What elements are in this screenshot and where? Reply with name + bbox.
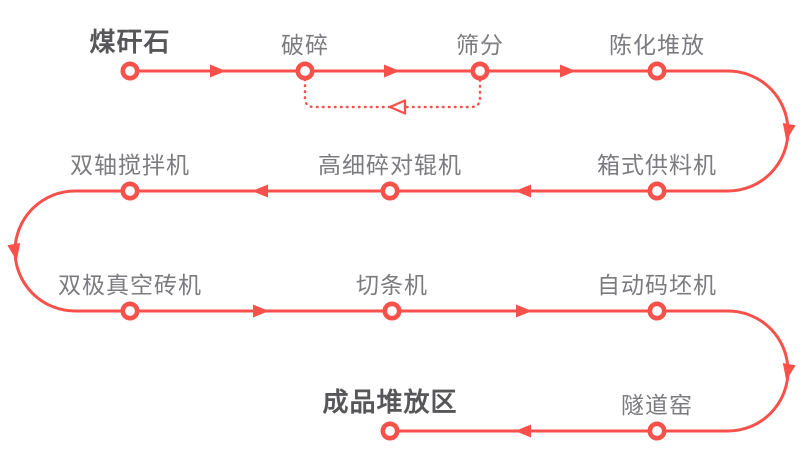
arrow-right-icon bbox=[210, 64, 226, 78]
loop-arrow-left-icon bbox=[388, 99, 407, 115]
node-fine-double-roller-crusher bbox=[380, 181, 400, 201]
recycle-loop-line bbox=[303, 78, 482, 109]
arrow-left-icon bbox=[515, 184, 531, 198]
stage-label-tunnel-kiln: 隧道窑 bbox=[621, 392, 693, 418]
stage-label-coal-gangue: 煤矸石 bbox=[89, 27, 171, 57]
stage-label-two-stage-vacuum-brick-machine: 双极真空砖机 bbox=[58, 272, 202, 298]
stage-label-crushing: 破碎 bbox=[281, 32, 329, 58]
stage-label-fine-double-roller-crusher: 高细碎对辊机 bbox=[318, 152, 462, 178]
arrow-down-icon bbox=[782, 122, 796, 141]
node-tunnel-kiln bbox=[647, 421, 667, 441]
node-two-stage-vacuum-brick-machine bbox=[120, 301, 140, 321]
arrow-down-icon bbox=[782, 362, 796, 381]
node-finished-product-yard bbox=[380, 421, 400, 441]
node-double-shaft-mixer bbox=[120, 181, 140, 201]
arrow-left-icon bbox=[252, 184, 268, 198]
arrow-left-icon bbox=[515, 424, 531, 438]
main-flow-line bbox=[13, 69, 790, 433]
arrow-right-icon bbox=[516, 304, 532, 318]
stage-label-box-feeder: 箱式供料机 bbox=[597, 152, 717, 178]
stage-label-screening: 筛分 bbox=[456, 32, 504, 58]
arrow-right-icon bbox=[560, 64, 576, 78]
stage-label-strip-cutter: 切条机 bbox=[356, 272, 428, 298]
node-aging-stockpile bbox=[647, 61, 667, 81]
stage-label-aging-stockpile: 陈化堆放 bbox=[609, 32, 705, 58]
stage-label-auto-brick-stacker: 自动码坯机 bbox=[597, 272, 717, 298]
node-coal-gangue bbox=[120, 61, 140, 81]
arrow-right-icon bbox=[384, 64, 400, 78]
node-box-feeder bbox=[647, 181, 667, 201]
arrow-down-icon bbox=[7, 242, 21, 261]
stage-label-finished-product-yard: 成品堆放区 bbox=[322, 387, 458, 417]
stage-label-double-shaft-mixer: 双轴搅拌机 bbox=[70, 152, 190, 178]
node-screening bbox=[470, 61, 490, 81]
node-strip-cutter bbox=[382, 301, 402, 321]
node-crushing bbox=[295, 61, 315, 81]
arrow-right-icon bbox=[253, 304, 269, 318]
node-auto-brick-stacker bbox=[647, 301, 667, 321]
